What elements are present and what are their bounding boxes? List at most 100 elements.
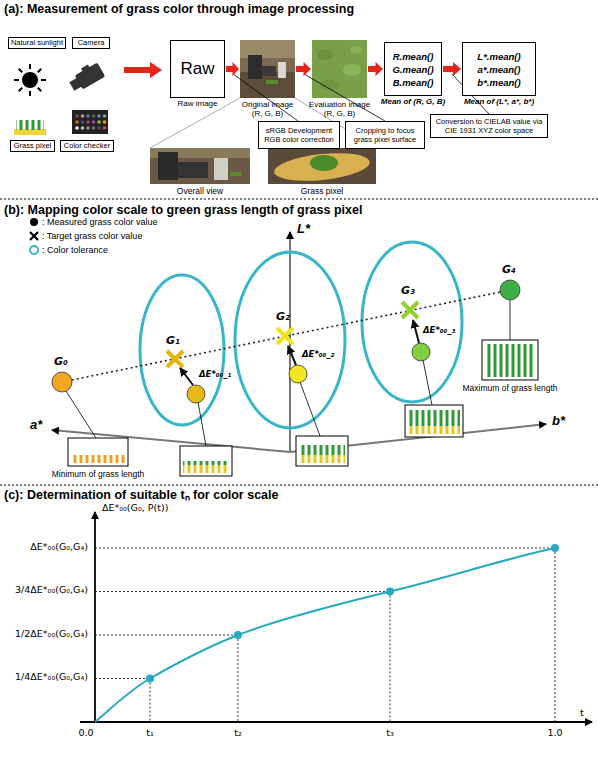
chart-axis: [80, 512, 592, 722]
process-arrow: [443, 62, 461, 76]
box-text: Grass pixel: [14, 142, 52, 150]
tick-label: 0.0: [78, 728, 93, 738]
color-scale-line: [62, 290, 510, 382]
axis-label: a*: [30, 418, 42, 431]
legend-text: : Color tolerance: [42, 245, 108, 255]
process-arrow: [124, 62, 162, 78]
box-text: Raw: [180, 59, 214, 79]
box-content: Conversion to CIELAB value via CIE 1931 …: [433, 115, 545, 137]
process-box: R.mean()G.mean()B.mean()Mean of (R, G, B…: [384, 42, 442, 96]
box-text: Cropping to focus grass pixel surface: [348, 126, 422, 144]
device-label: Grass pixel: [10, 140, 55, 152]
tick-label: t₃: [386, 728, 394, 738]
panel-title: (c): Determination of suitable tₙ for co…: [4, 489, 279, 502]
leader-line: [66, 300, 510, 446]
delta-arrow: [180, 320, 419, 385]
legend-item: : Measured grass color value: [42, 218, 158, 227]
box-content: L*.mean()a*.mean()b*.mean(): [463, 43, 535, 95]
grass-pixel-photo: [268, 148, 376, 185]
caption-block: Mean of (R, G, B): [381, 97, 445, 106]
box-content: Natural sunlight: [9, 38, 65, 48]
box-text: sRGB Development RGB color correction: [261, 126, 337, 144]
panel-title: (b): Mapping color scale to green grass …: [4, 204, 362, 217]
tick-label: ΔE*₀₀(G₀,G₄): [30, 542, 88, 552]
box-content: R.mean()G.mean()B.mean(): [385, 43, 441, 95]
box-text: R.mean(): [393, 50, 434, 63]
point-label: G₂: [276, 311, 290, 322]
box-content: Color checker: [61, 141, 113, 151]
axis-label: b*: [552, 414, 565, 427]
axis-label: L*: [297, 222, 310, 235]
difference-label: ΔE*₀₀_₁: [199, 370, 231, 379]
box-caption: Mean of (R, G, B): [381, 97, 445, 106]
axis-label: ΔE*₀₀(G₀, P(t)): [102, 503, 168, 513]
color-checker-icon: [72, 110, 108, 134]
box-content: Grass pixel: [11, 141, 54, 151]
box-text: a*.mean(): [478, 63, 521, 76]
box-caption: (R, G, B): [309, 109, 370, 118]
camera-icon: [66, 60, 105, 93]
box-note: Maximum of grass length: [463, 384, 558, 393]
panel-title: (a): Measurement of grass color through …: [4, 3, 354, 16]
box-caption: (R, G, B): [242, 109, 294, 118]
tick-label: t₁: [146, 728, 154, 738]
evaluation-photo: [312, 40, 367, 98]
legend-text: : Target grass color value: [42, 231, 142, 241]
box-text: Natural sunlight: [11, 39, 63, 47]
process-box: L*.mean()a*.mean()b*.mean()Mean of (L*, …: [462, 42, 536, 96]
box-note: Minimum of grass length: [52, 470, 145, 479]
image-box: Original image(R, G, B): [240, 40, 295, 98]
difference-label: ΔE*₀₀_₂: [302, 350, 334, 359]
point-label: G₄: [502, 264, 516, 275]
point-label: G₀: [54, 356, 68, 367]
process-arrow: [296, 62, 311, 76]
legend-item: : Target grass color value: [42, 232, 142, 241]
tick-label: t₂: [234, 728, 242, 738]
box-text: Camera: [78, 39, 105, 47]
box-content: [240, 40, 295, 98]
box-content: [312, 40, 367, 98]
legend-symbol: [30, 218, 38, 254]
sun-icon: [14, 64, 46, 96]
zoom-line: [150, 98, 376, 148]
caption-block: Raw image: [177, 99, 217, 108]
device-label: Natural sunlight: [8, 37, 66, 49]
tick-label: 3/4ΔE*₀₀(G₀,G₄): [15, 585, 88, 595]
process-arrow: [368, 62, 383, 76]
legend-text: : Measured grass color value: [42, 217, 158, 227]
box-caption: Raw image: [177, 99, 217, 108]
overall-view-photo: [150, 148, 250, 184]
curve-point: [146, 544, 559, 683]
tick-label: 1/4ΔE*₀₀(G₀,G₄): [15, 672, 88, 682]
target-mark: [167, 302, 418, 367]
color-axis: [52, 232, 546, 452]
box-text: B.mean(): [393, 76, 434, 89]
caption-block: Original image(R, G, B): [242, 100, 294, 118]
box-content: sRGB Development RGB color correction: [261, 122, 337, 148]
box-content: Camera: [73, 38, 109, 48]
box-text: L*.mean(): [477, 50, 520, 63]
photo-label: Grass pixel: [301, 187, 344, 196]
guide-line: [95, 548, 555, 722]
image-box: Evaluation image(R, G, B): [312, 40, 367, 98]
grass-pixel-icon: [14, 120, 46, 135]
grass-color-point: [52, 280, 520, 403]
panel-separator: [0, 199, 598, 200]
photo-label: Overall view: [177, 187, 223, 196]
box-content: Raw: [171, 41, 224, 97]
panel-separator: [0, 485, 598, 486]
tick-label: 1/2ΔE*₀₀(G₀,G₄): [15, 629, 88, 639]
tolerance-ellipse: [140, 242, 462, 428]
box-caption: Evaluation image: [309, 100, 370, 109]
box-text: Conversion to CIELAB value via CIE 1931 …: [433, 117, 545, 135]
box-content: Cropping to focus grass pixel surface: [348, 122, 422, 148]
caption-block: Mean of (L*, a*, b*): [464, 97, 534, 106]
color-difference-curve: [95, 548, 555, 722]
grass-length-box: [68, 340, 538, 476]
legend-item: : Color tolerance: [42, 246, 108, 255]
tick-label: 1.0: [547, 728, 562, 738]
difference-label: ΔE*₀₀_₃: [423, 326, 455, 335]
image-box: RawRaw image: [170, 40, 225, 98]
callout-box: sRGB Development RGB color correction: [258, 121, 340, 149]
